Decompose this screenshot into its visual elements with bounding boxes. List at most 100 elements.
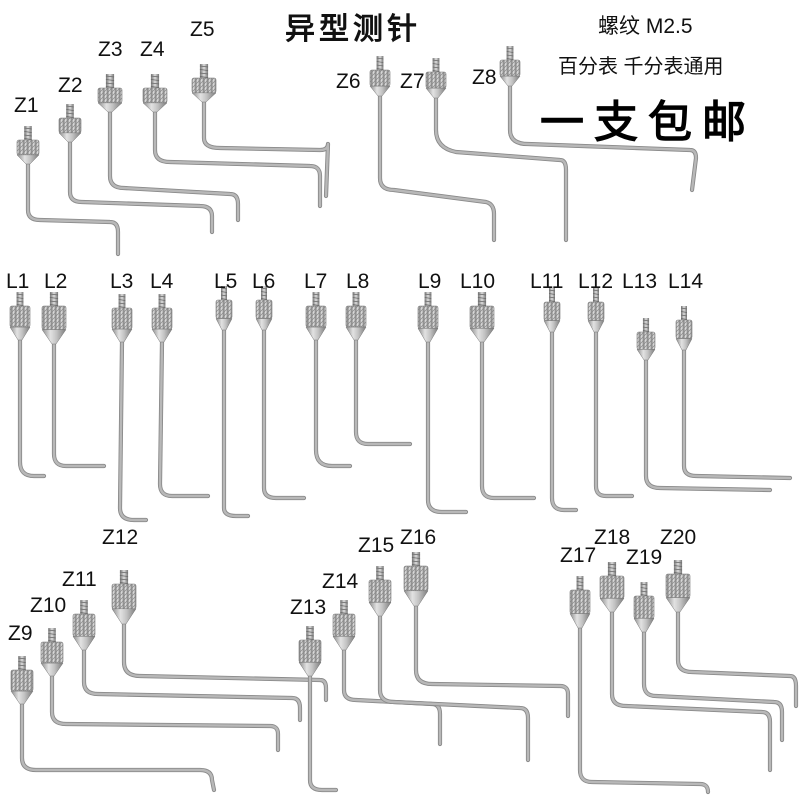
probe-thread — [24, 126, 32, 141]
probe-cone — [10, 690, 34, 705]
probe-knurled-head — [332, 613, 356, 637]
probe-cone — [332, 636, 356, 651]
probe-wire-highlight — [158, 340, 210, 498]
probe-cone — [636, 349, 656, 361]
probe-wire — [121, 621, 329, 703]
thread-groove — [150, 79, 160, 81]
probe-wire — [643, 357, 773, 493]
probe-label-z12: Z12 — [102, 526, 138, 549]
thread-groove — [18, 657, 26, 660]
thread-groove — [477, 293, 487, 296]
probe-z2: Z2 — [58, 74, 215, 235]
probe-cone — [298, 662, 322, 677]
probe-label-z13: Z13 — [290, 596, 326, 619]
probe-z14: Z14 — [322, 570, 443, 747]
thread-groove — [424, 300, 432, 303]
probe-wire — [377, 613, 531, 763]
thread-groove — [260, 294, 268, 297]
thread-groove — [576, 577, 584, 580]
thread-groove — [260, 291, 268, 293]
probe-knurled-head — [40, 641, 64, 664]
probe-label-z16: Z16 — [400, 526, 436, 549]
probe-thread — [158, 294, 166, 309]
probe-wire-highlight — [50, 674, 280, 752]
probe-label-z20: Z20 — [660, 526, 696, 549]
probe-knurled-head — [151, 307, 173, 330]
probe-wire — [609, 609, 773, 773]
probe-thread — [80, 600, 88, 615]
probe-label-l5: L5 — [214, 270, 237, 293]
probe-cone — [255, 318, 273, 331]
thread-groove — [158, 295, 166, 298]
probe-cone — [633, 618, 655, 633]
thread-groove — [118, 302, 126, 305]
probe-wire — [675, 609, 799, 709]
thread-groove — [352, 300, 360, 303]
probe-l8: L8 — [345, 270, 413, 447]
probe-thread — [376, 56, 384, 71]
probe-cone — [417, 328, 439, 343]
probe-label-z7: Z7 — [400, 70, 425, 93]
thread-groove — [642, 323, 650, 325]
probe-label-z3: Z3 — [98, 38, 123, 61]
thread-groove — [642, 319, 650, 322]
thread-groove — [312, 293, 320, 296]
probe-cone — [111, 608, 137, 625]
probe-wire — [353, 337, 413, 447]
probe-thread — [18, 656, 26, 671]
probe-thread — [312, 292, 320, 307]
thread-groove — [118, 306, 126, 308]
probe-wire — [479, 339, 537, 501]
probe-l7: L7 — [304, 270, 353, 469]
probe-wire-highlight — [480, 340, 536, 500]
thread-groove — [548, 293, 556, 295]
thread-groove — [80, 601, 88, 604]
thread-groove — [119, 578, 129, 581]
probe-thread — [119, 570, 129, 585]
probe-thread — [150, 74, 160, 89]
probe-wire — [433, 95, 569, 243]
probe-z5: Z5 — [190, 18, 331, 199]
thread-groove — [16, 300, 24, 303]
thread-groove — [376, 574, 384, 577]
probe-knurled-head — [543, 301, 561, 321]
probe-thread — [261, 286, 267, 301]
probe-wire-highlight — [20, 702, 216, 792]
probe-thread — [593, 288, 599, 303]
thread-groove — [66, 109, 74, 111]
probe-cone — [469, 328, 495, 343]
probe-thread — [681, 306, 687, 321]
probe-z13: Z13 — [290, 596, 339, 793]
probe-wire — [117, 339, 149, 523]
probe-cone — [543, 320, 561, 333]
probe-l13: L13 — [622, 270, 773, 493]
thread-groove — [376, 64, 384, 67]
probe-cone — [191, 92, 217, 103]
thread-groove — [548, 296, 556, 299]
thread-groove — [24, 127, 32, 130]
probe-wire-highlight — [262, 328, 306, 500]
probe-wire-highlight — [314, 338, 352, 468]
thread-groove — [340, 605, 348, 607]
probe-knurled-head — [636, 331, 656, 350]
thread-groove — [411, 553, 421, 556]
probe-knurled-head — [9, 305, 31, 328]
probe-wire-highlight — [82, 648, 302, 722]
thread-groove — [592, 289, 600, 292]
thread-groove — [48, 636, 56, 639]
probe-wire — [593, 329, 635, 499]
probe-cone — [569, 613, 591, 629]
probe-knurled-head — [345, 305, 367, 328]
thread-groove — [607, 567, 617, 569]
thread-groove — [607, 574, 617, 576]
thread-groove — [105, 79, 115, 81]
probe-thread — [432, 58, 440, 73]
probe-knurled-head — [58, 117, 82, 134]
thread-groove — [18, 664, 26, 667]
probe-cone — [425, 87, 447, 99]
probe-wire-highlight — [108, 110, 240, 222]
thread-groove — [506, 54, 514, 57]
probe-thread — [576, 576, 584, 591]
probe-cone — [345, 326, 367, 341]
probe-cone — [111, 328, 133, 343]
